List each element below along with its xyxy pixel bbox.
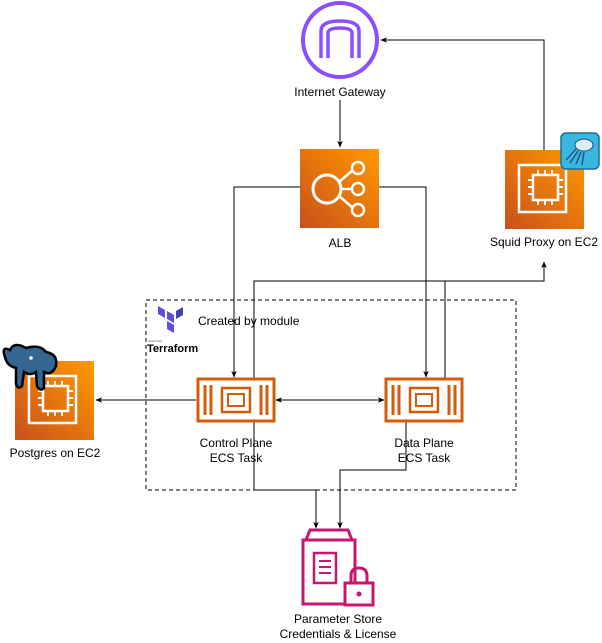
- edge-data-plane-to-parameter-store: [337, 422, 407, 529]
- edge-control-plane-to-parameter-store: [253, 422, 319, 529]
- edge-squid-to-igw: [380, 37, 545, 150]
- squid-proxy-label: Squid Proxy on EC2: [490, 235, 598, 249]
- terraform-logo-small-text: HashiCorp: [148, 339, 163, 343]
- parameter-store-label-line1: Parameter Store: [294, 612, 382, 626]
- terraform-logo-text: Terraform: [147, 343, 198, 355]
- data-plane-label-line1: Data Plane: [394, 436, 454, 450]
- squid-logo-icon: [560, 132, 600, 170]
- connectors: [95, 37, 547, 529]
- squid-ec2-instance-icon: [505, 150, 584, 229]
- internet-gateway-icon: [301, 1, 379, 79]
- load-balancer-icon: [300, 149, 379, 228]
- module-group-label: Created by module: [198, 314, 300, 328]
- postgres-label: Postgres on EC2: [10, 446, 101, 460]
- edge-alb-to-data-plane: [379, 186, 429, 378]
- data-plane-ecs-task-icon: [384, 377, 464, 423]
- control-plane-label-line1: Control Plane: [200, 436, 273, 450]
- module-group-border: [145, 299, 517, 491]
- postgresql-elephant-icon: [2, 343, 58, 391]
- parameter-store-label-line2: Credentials & License: [280, 627, 397, 641]
- terraform-logo: HashiCorp Terraform: [147, 306, 198, 355]
- parameter-store-icon: [301, 528, 375, 607]
- data-plane-label-line2: ECS Task: [398, 451, 451, 465]
- edge-control-plane-to-squid: [253, 261, 547, 378]
- edge-alb-to-control-plane: [231, 186, 300, 378]
- control-plane-ecs-task-icon: [196, 377, 276, 423]
- internet-gateway-label: Internet Gateway: [294, 85, 385, 99]
- alb-label: ALB: [329, 236, 352, 250]
- control-plane-label-line2: ECS Task: [210, 451, 263, 465]
